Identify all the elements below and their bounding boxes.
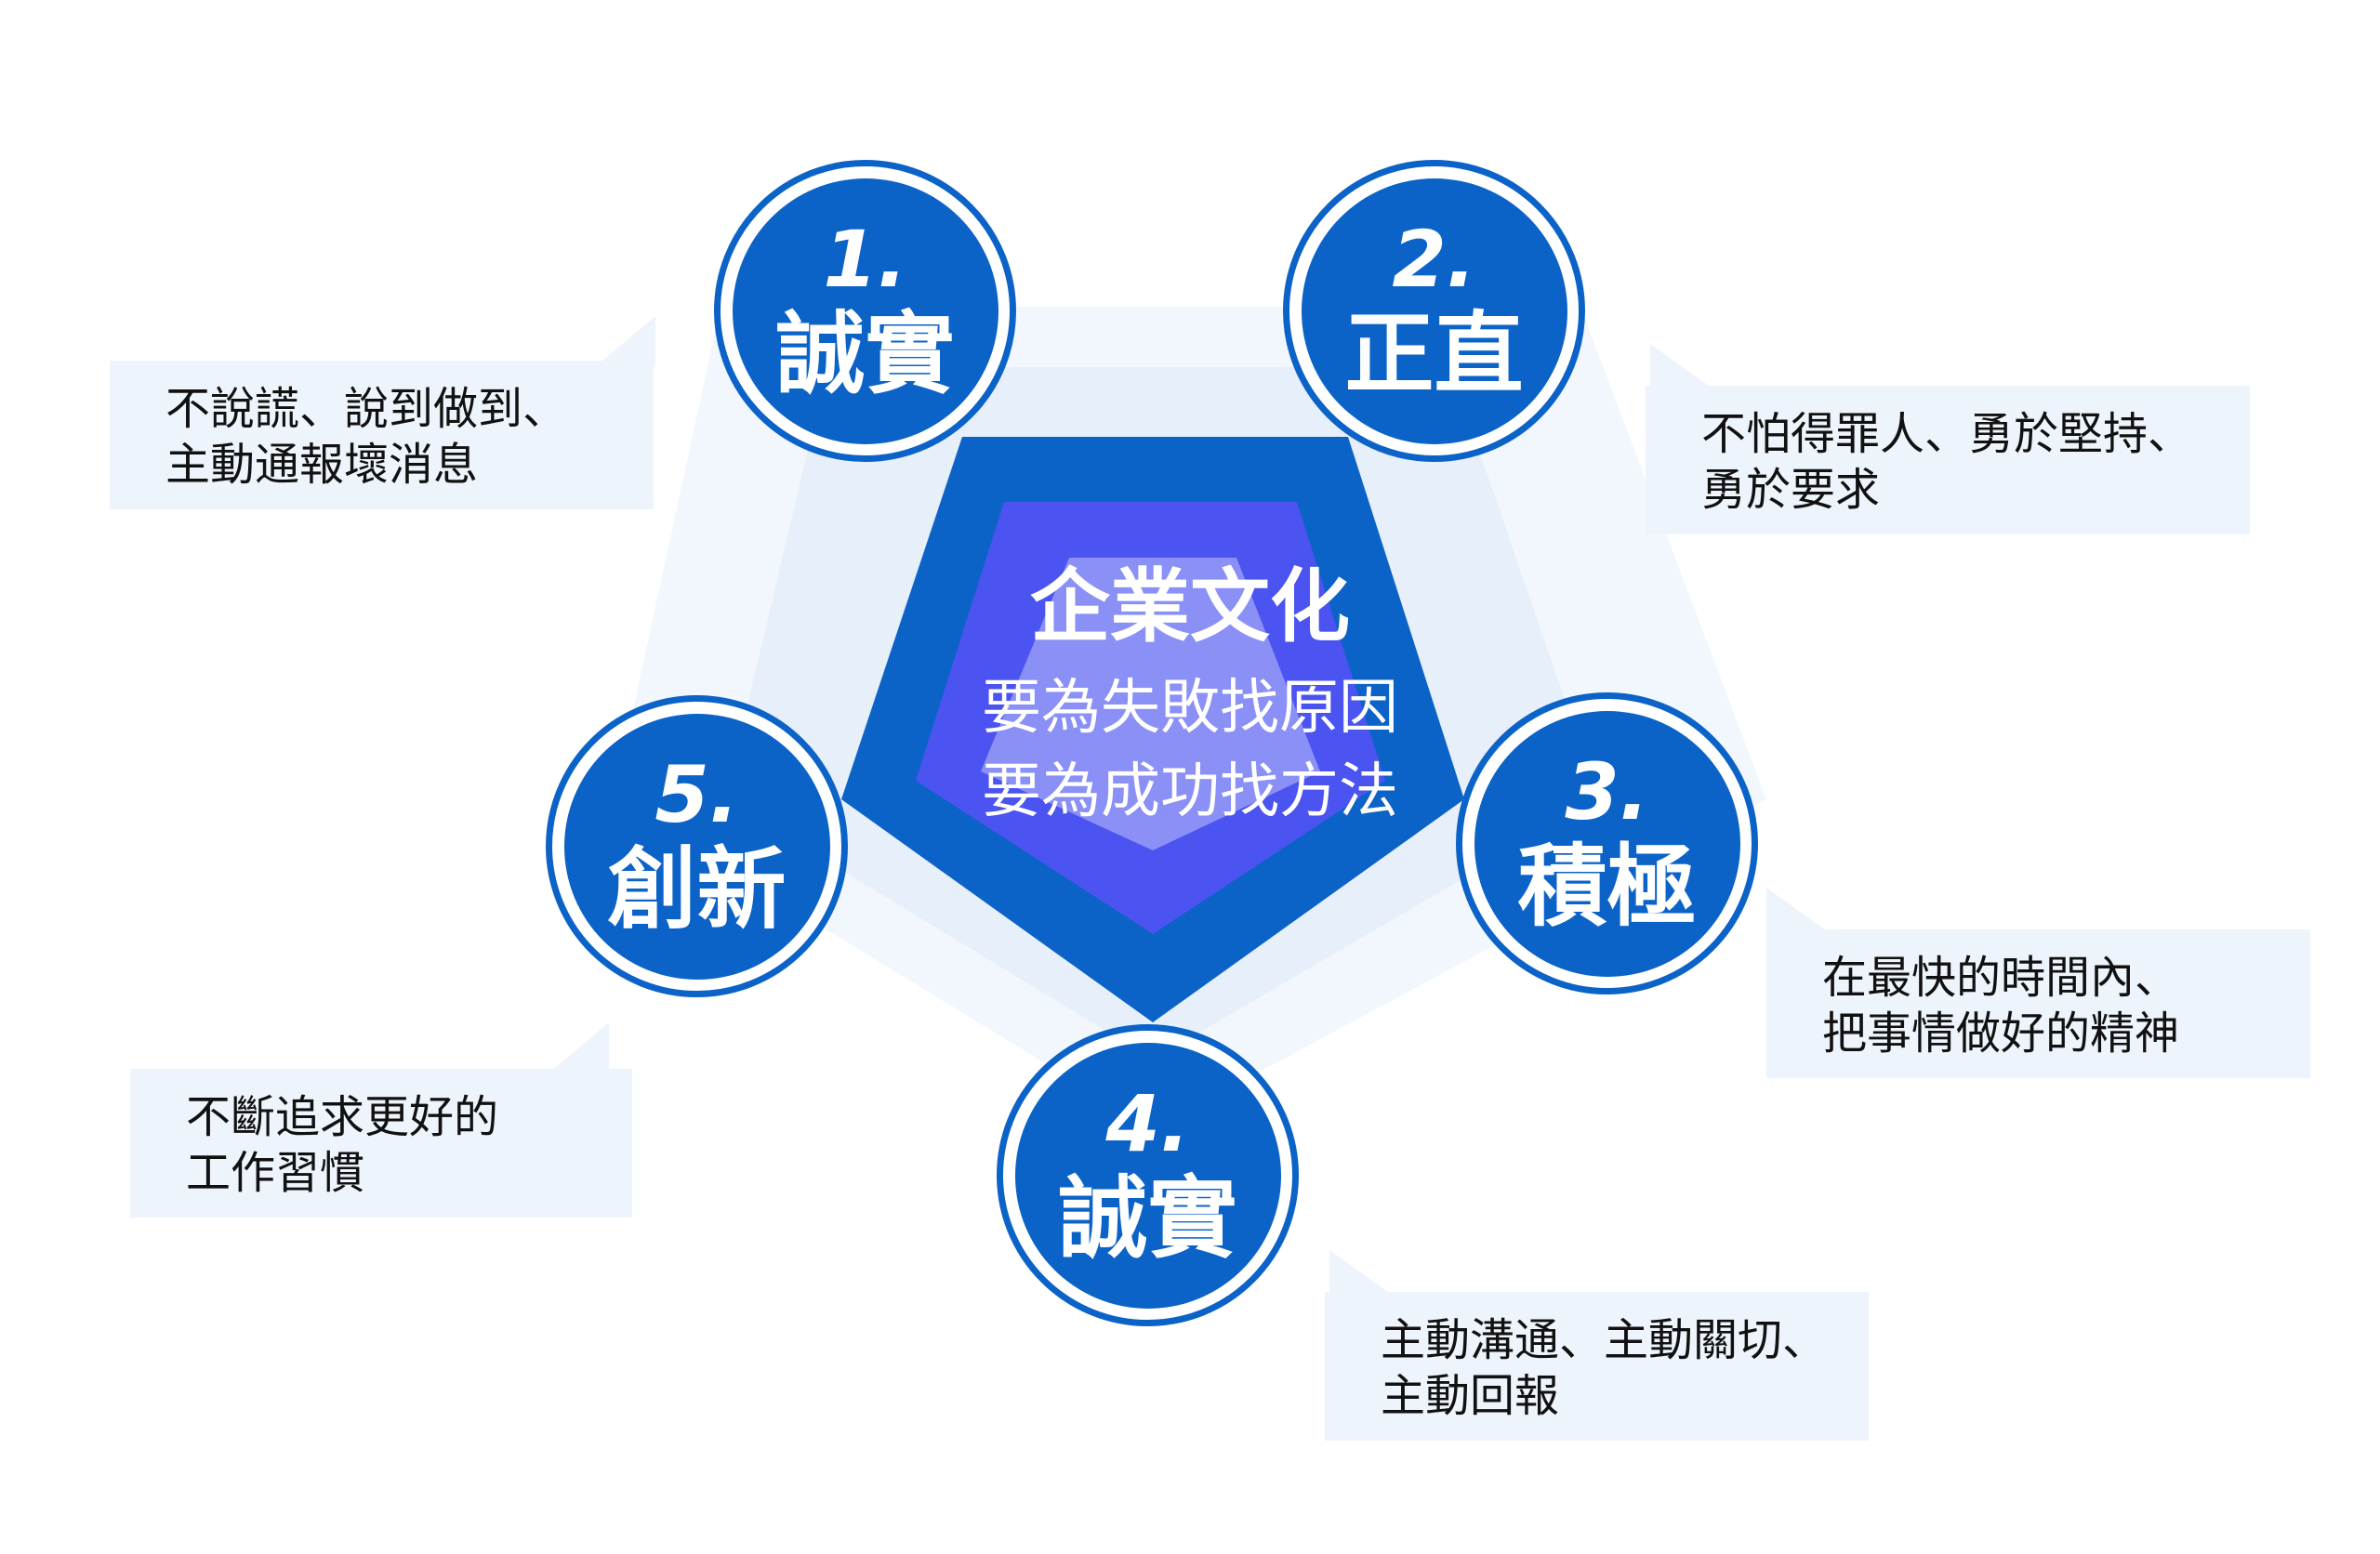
center-line-2: 要為成功找方法 [982, 757, 1398, 826]
desc-4-line-1: 主動溝通、主動關切、 [1381, 1314, 1828, 1366]
pointer-4 [1329, 1250, 1395, 1297]
desc-3-line-1: 在最快的時間內、 [1822, 952, 2180, 1004]
desc-2-line-1: 不怕得罪人、勇於堅持、 [1701, 408, 2193, 460]
value-circle-1: 1. 誠實 [714, 160, 1016, 462]
value-circle-5: 5. 創新 [546, 695, 848, 997]
desc-1-line-2: 主動通報壞消息 [165, 439, 479, 491]
pointer-3 [1766, 888, 1831, 934]
desc-box-4: 主動溝通、主動關切、 主動回報 [1325, 1292, 1869, 1441]
pointer-1 [595, 316, 655, 367]
pointer-2 [1650, 344, 1715, 390]
desc-box-2: 不怕得罪人、勇於堅持、 勇於要求 [1646, 386, 2250, 534]
desc-3-line-2: 把事情做好的精神 [1822, 1007, 2180, 1060]
pointer-5 [549, 1022, 609, 1073]
desc-box-1: 不說謊、說到做到、 主動通報壞消息 [110, 361, 654, 509]
desc-box-5: 不斷追求更好的 工作習慣 [130, 1069, 632, 1218]
desc-5-line-2: 工作習慣 [186, 1147, 365, 1199]
desc-5-line-1: 不斷追求更好的 [186, 1091, 499, 1143]
desc-4-line-2: 主動回報 [1381, 1370, 1560, 1422]
center-line-1: 要為失敗找原因 [982, 674, 1398, 743]
center-title: 企業文化 [1030, 560, 1350, 653]
value-circle-3: 3. 積極 [1456, 692, 1758, 994]
desc-1-line-1: 不說謊、說到做到、 [165, 383, 568, 435]
value-circle-4: 4. 誠實 [997, 1024, 1299, 1326]
highlight-shape [981, 558, 1320, 850]
desc-2-line-2: 勇於要求 [1701, 464, 1881, 516]
value-circle-2: 2. 正直 [1283, 160, 1585, 462]
desc-box-3: 在最快的時間內、 把事情做好的精神 [1766, 929, 2310, 1078]
